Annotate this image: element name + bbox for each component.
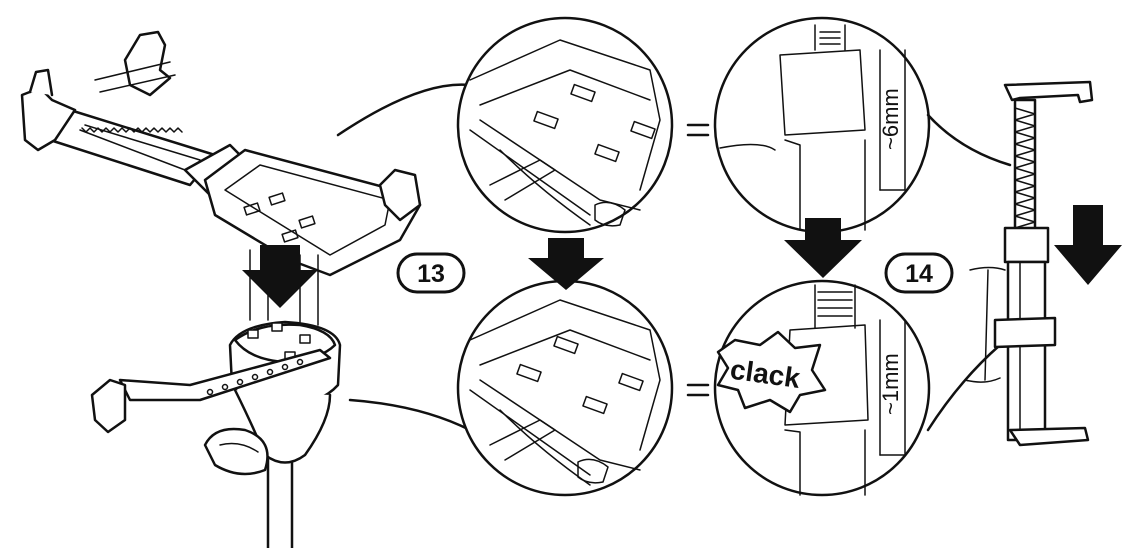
equals-sign	[686, 123, 710, 397]
arrow-down-icon	[528, 238, 604, 290]
step-14-badge: 14	[884, 252, 954, 294]
arrow-down-icon	[242, 245, 318, 308]
zoom-detail-before	[456, 16, 674, 234]
gap-measurement-label: ~6mm	[878, 88, 903, 150]
zoom-detail-after	[456, 279, 674, 497]
gap-detail-after: clack ~1mm	[713, 279, 931, 497]
tripod-head	[90, 320, 342, 548]
step-number: 14	[905, 260, 933, 288]
gap-detail-before: ~6mm	[713, 16, 931, 234]
step-number: 13	[417, 260, 445, 288]
step-13-badge: 13	[396, 252, 466, 294]
assembled-holder-side-view	[964, 80, 1094, 447]
gap-measurement-label: ~1mm	[878, 353, 903, 415]
arrow-down-icon	[784, 218, 862, 278]
arrow-down-icon	[1054, 205, 1122, 285]
tablet-holder-bracket	[20, 30, 422, 277]
